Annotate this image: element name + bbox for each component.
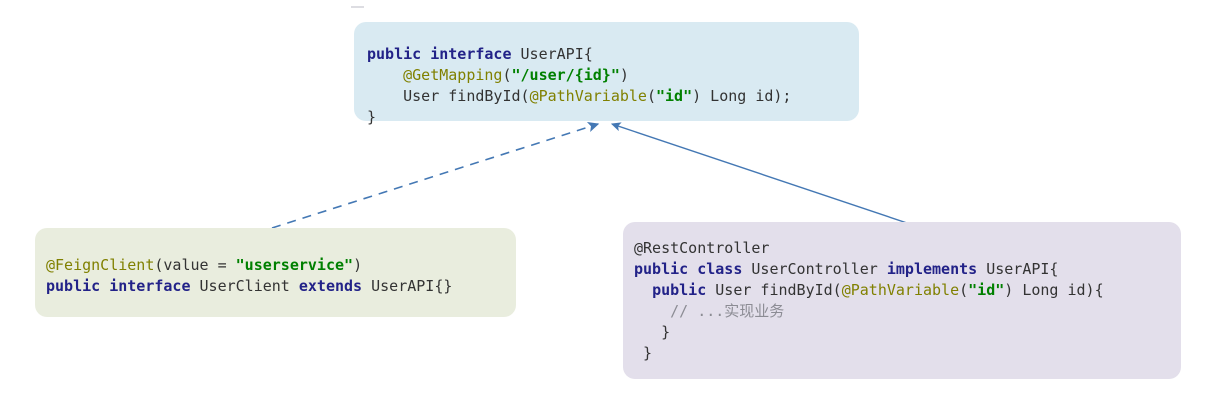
code-line: User findById(@PathVariable("id") Long i… (367, 86, 859, 107)
code-line: @FeignClient(value = "userservice") (46, 255, 516, 276)
code-token-txt (367, 66, 403, 84)
code-token-ann: @FeignClient (46, 256, 155, 274)
code-line: } (634, 343, 1181, 364)
code-line: // ...实现业务 (634, 301, 1181, 322)
code-token-txt: ) Long id){ (1004, 281, 1104, 299)
code-token-txt: UserController (751, 260, 887, 278)
code-token-kw: public interface (367, 45, 521, 63)
implements-arrow-solid (610, 122, 911, 225)
code-token-txt: User findById( (715, 281, 842, 299)
code-token-txt: } (634, 344, 653, 362)
code-token-kw: public interface (46, 277, 200, 295)
code-token-txt: ( (502, 66, 512, 84)
code-line: } (634, 322, 1181, 343)
code-token-str: "id" (656, 87, 693, 105)
code-token-txt: (value = (154, 256, 236, 274)
code-token-txt: UserAPI{ (520, 45, 593, 63)
code-token-txt: UserClient (199, 277, 299, 295)
code-line: public User findById(@PathVariable("id")… (634, 280, 1181, 301)
code-token-str: "userservice" (235, 256, 354, 274)
code-token-txt: UserAPI{} (371, 277, 453, 295)
code-token-kw: implements (886, 260, 987, 278)
code-token-txt: ( (646, 87, 656, 105)
code-token-str: "id" (968, 281, 1005, 299)
code-token-txt: @RestController (634, 239, 770, 257)
code-line: @RestController (634, 238, 1181, 259)
code-line: @GetMapping("/user/{id}") (367, 65, 859, 86)
code-token-ann: @PathVariable (529, 87, 647, 105)
code-token-txt: ) (353, 256, 363, 274)
code-token-kw: extends (298, 277, 372, 295)
code-token-txt: } (367, 108, 377, 126)
code-token-txt: ) (619, 66, 629, 84)
code-token-kw: public class (634, 260, 752, 278)
code-box-userapi: public interface UserAPI{ @GetMapping("/… (354, 22, 859, 126)
code-token-kw: public (652, 281, 716, 299)
code-token-ann: @PathVariable (841, 281, 960, 299)
code-token-txt: UserAPI{ (986, 260, 1059, 278)
code-token-txt: ( (959, 281, 969, 299)
code-token-txt (634, 281, 652, 299)
code-token-txt: User findById( (367, 87, 530, 105)
code-line: public interface UserClient extends User… (46, 276, 516, 297)
code-line: public interface UserAPI{ (367, 44, 859, 65)
code-line: } (367, 107, 859, 128)
implements-arrow-dashed (271, 121, 600, 229)
code-token-str: "/user/{id}" (511, 66, 620, 84)
code-token-ann: @GetMapping (403, 66, 503, 84)
code-box-feignclient: @FeignClient(value = "userservice")publi… (35, 228, 516, 317)
code-token-txt: } (634, 323, 671, 341)
top-edge-artifact (351, 6, 364, 8)
code-token-txt: ) Long id); (692, 87, 792, 105)
code-box-restcontroller: @RestController public class UserControll… (623, 222, 1181, 379)
code-line: public class UserController implements U… (634, 259, 1181, 280)
code-token-cmt: // ...实现业务 (634, 302, 785, 320)
